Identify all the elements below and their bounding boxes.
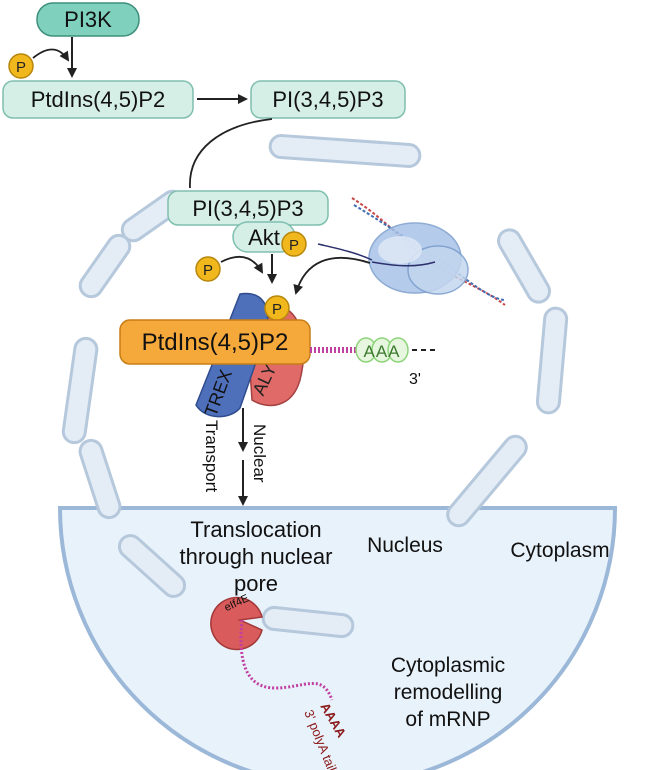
cytoplasmic-mrna — [239, 619, 334, 701]
eif4e-shape — [210, 596, 263, 651]
phosphate-top-arrow — [32, 48, 70, 62]
phosphate-mid: P — [195, 256, 221, 282]
remodel-line3: of mRNP — [405, 708, 490, 731]
transport-label: Transport — [202, 420, 221, 492]
phosphate-top: P — [8, 53, 34, 79]
nucleus-label: Nucleus — [367, 534, 443, 557]
svg-text:P: P — [203, 262, 213, 279]
phosphate-mid-arrow — [220, 255, 264, 274]
nuclear-envelope-segment — [268, 134, 422, 168]
pip3-top-label: PI(3,4,5)P3 — [272, 87, 383, 112]
pip3-membrane-label: PI(3,4,5)P3 — [192, 196, 303, 221]
nuclear-envelope-segment — [78, 233, 132, 299]
ptdins-top-label: PtdIns(4,5)P2 — [31, 87, 166, 112]
nuclear-envelope-segment — [61, 336, 99, 445]
svg-text:P: P — [272, 301, 282, 318]
polymerase-arrow — [293, 256, 371, 295]
phosphate-complex: P — [264, 295, 290, 321]
nuclear-label: Nuclear — [250, 424, 269, 483]
nuclear-envelope-segment — [78, 438, 122, 520]
three-prime-label: 3' — [409, 371, 421, 388]
dna-strand — [353, 204, 505, 301]
nuclear-envelope-segment — [497, 228, 551, 304]
pip3-translocation-curve — [189, 118, 273, 189]
nascent-mrna — [317, 243, 373, 261]
nuclear-envelope-segment — [261, 605, 355, 639]
ptdins-nuclear-label: PtdIns(4,5)P2 — [142, 329, 289, 356]
ptdins-top-box — [2, 80, 194, 119]
pip3-top-box — [250, 80, 406, 119]
svg-text:P: P — [16, 59, 26, 76]
aaa-label: AAA — [363, 342, 400, 361]
phosphate-akt: P — [281, 231, 307, 257]
ptdins-nuclear-box — [119, 319, 311, 365]
nuclear-envelope — [61, 134, 569, 639]
cytoplasm-region — [57, 506, 618, 770]
mrna-strand: AAA — [310, 337, 438, 363]
pi3k-label: PI3K — [64, 7, 112, 32]
translocation-line3: pore — [234, 571, 278, 596]
translocation-line2: through nuclear — [180, 544, 333, 569]
nuclear-envelope-segment — [535, 306, 569, 415]
remodel-line2: remodelling — [394, 681, 503, 704]
nuclear-envelope-segment — [117, 534, 187, 598]
remodel-line1: Cytoplasmic — [391, 654, 505, 677]
nuclear-envelope-segment — [446, 434, 528, 528]
cytoplasm-label: Cytoplasm — [510, 539, 609, 562]
rna-polymerase-complex — [317, 197, 506, 306]
pi3k-box — [36, 2, 140, 37]
svg-text:P: P — [289, 237, 299, 254]
translocation-line1: Translocation — [190, 517, 321, 542]
akt-label: Akt — [248, 225, 280, 250]
